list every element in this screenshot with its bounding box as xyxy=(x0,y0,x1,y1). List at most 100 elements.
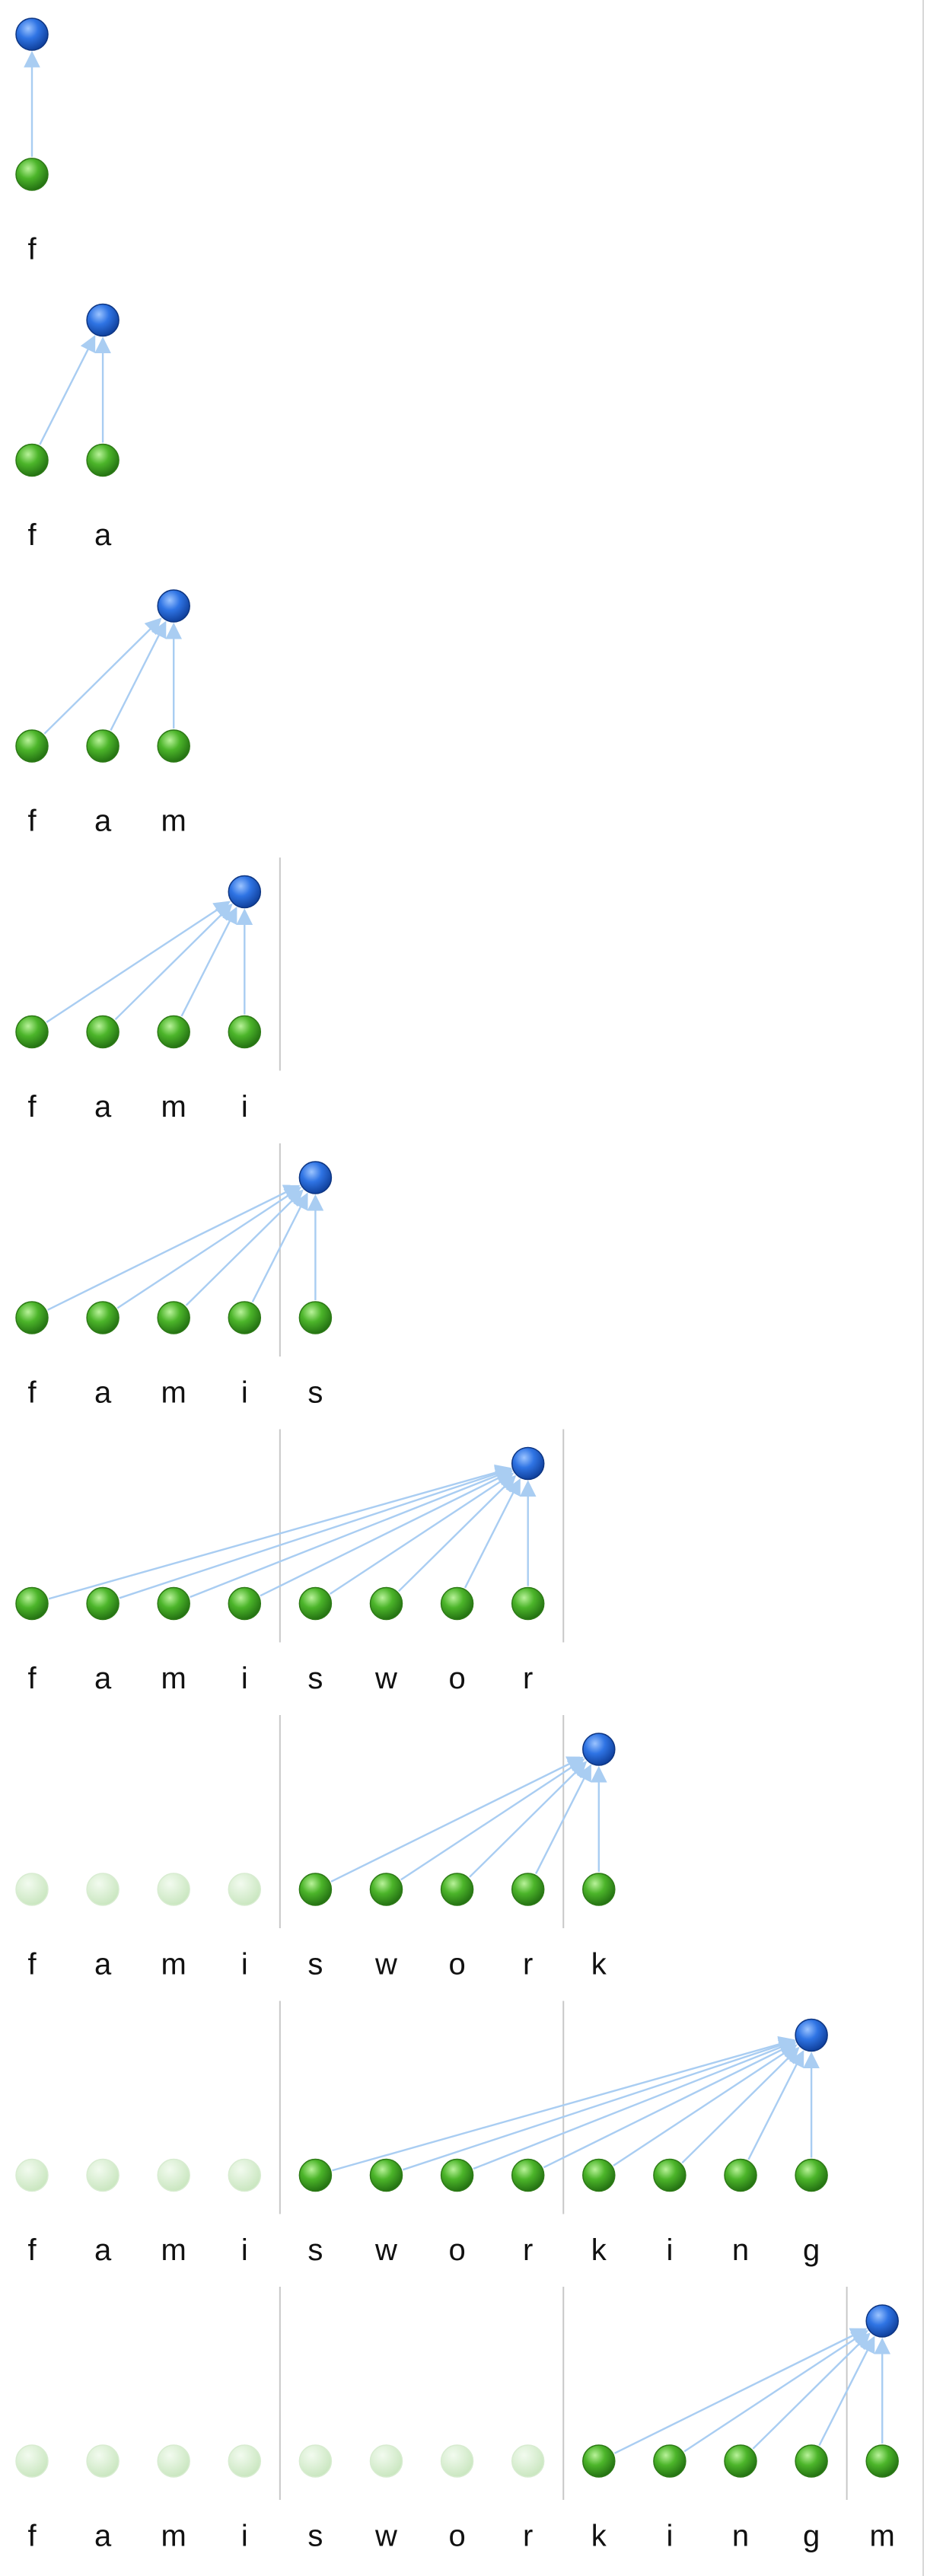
attention-arrow xyxy=(251,1192,308,1303)
key-node xyxy=(157,729,190,763)
query-node xyxy=(86,303,119,337)
token-letter: i xyxy=(666,2520,673,2553)
attention-arrow xyxy=(400,1758,585,1881)
key-node xyxy=(440,1586,474,1621)
token-letter: m xyxy=(161,2233,186,2267)
key-node-faded xyxy=(511,2444,545,2478)
key-node xyxy=(86,443,119,477)
key-node xyxy=(511,2158,545,2192)
key-node xyxy=(298,1873,333,1906)
token-letter: r xyxy=(523,1662,533,1695)
attention-arrow xyxy=(613,2044,798,2166)
key-node xyxy=(582,2444,616,2478)
key-node-faded xyxy=(369,2444,403,2478)
key-node-faded xyxy=(15,2158,49,2192)
key-node xyxy=(15,158,49,191)
attention-arrow xyxy=(402,2037,796,2171)
token-letter: a xyxy=(94,805,112,838)
key-node xyxy=(369,1586,403,1621)
key-node xyxy=(15,1586,49,1621)
token-letter: f xyxy=(27,2233,37,2267)
key-node-faded xyxy=(157,1873,190,1906)
token-letter: w xyxy=(374,1662,397,1695)
key-node xyxy=(298,2158,333,2192)
token-letter: o xyxy=(448,1948,465,1981)
token-letter: i xyxy=(241,2520,248,2553)
token-letter: f xyxy=(27,518,37,552)
query-node xyxy=(865,2304,899,2338)
attention-arrow xyxy=(110,620,167,732)
key-node-faded xyxy=(157,2444,190,2478)
attention-arrow xyxy=(613,2328,868,2454)
attention-arrow xyxy=(47,1184,301,1311)
token-letter: s xyxy=(307,2233,323,2267)
token-letter: r xyxy=(523,2233,533,2267)
key-node-faded xyxy=(15,1873,49,1906)
token-letter: m xyxy=(161,805,186,838)
key-node xyxy=(724,2444,757,2478)
key-node-faded xyxy=(440,2444,474,2478)
query-node xyxy=(511,1446,545,1481)
key-node xyxy=(511,1586,545,1621)
token-letter: i xyxy=(241,1662,248,1695)
token-letter: a xyxy=(94,1090,112,1124)
token-letter: w xyxy=(374,2520,397,2553)
attention-arrow xyxy=(398,1475,517,1592)
token-letter: a xyxy=(94,1376,112,1410)
key-node xyxy=(157,1301,190,1334)
token-letter: o xyxy=(448,1662,465,1695)
token-letter: s xyxy=(307,2520,323,2553)
key-node xyxy=(86,1015,119,1049)
key-node xyxy=(865,2444,899,2478)
key-node-faded xyxy=(157,2158,190,2192)
token-letter: i xyxy=(241,1090,248,1124)
key-node-faded xyxy=(228,2158,262,2192)
token-letter: r xyxy=(523,2520,533,2553)
key-node xyxy=(724,2158,757,2192)
key-node xyxy=(228,1301,262,1334)
right-border xyxy=(922,0,924,2576)
key-node xyxy=(15,729,49,763)
attention-arrow xyxy=(683,2330,868,2453)
token-letter: i xyxy=(241,1376,248,1410)
token-letter: w xyxy=(374,2233,397,2267)
key-node xyxy=(157,1586,190,1621)
attention-arrow xyxy=(185,1189,304,1306)
token-letter: a xyxy=(94,518,112,552)
token-letter: s xyxy=(307,1948,323,1981)
token-letter: m xyxy=(161,2520,186,2553)
attention-arrow xyxy=(116,1187,302,1309)
key-node xyxy=(582,1873,616,1906)
attention-arrow xyxy=(332,2036,796,2172)
query-node xyxy=(582,1733,616,1766)
token-letter: r xyxy=(523,1948,533,1981)
token-letter: f xyxy=(27,1376,37,1410)
key-node xyxy=(369,2158,403,2192)
key-node-faded xyxy=(228,1873,262,1906)
token-letter: m xyxy=(161,1662,186,1695)
key-node xyxy=(157,1015,190,1049)
key-node xyxy=(86,1301,119,1334)
key-node-faded xyxy=(86,2444,119,2478)
attention-arrow xyxy=(46,901,231,1023)
key-node xyxy=(511,1873,545,1906)
token-letter: s xyxy=(307,1662,323,1695)
token-letter: f xyxy=(27,805,37,838)
attention-arrow xyxy=(114,903,233,1021)
key-node xyxy=(15,443,49,477)
attention-arrow xyxy=(329,1472,514,1595)
token-letter: a xyxy=(94,1662,112,1695)
token-letter: m xyxy=(161,1948,186,1981)
attention-arrow xyxy=(119,1465,512,1599)
token-letter: f xyxy=(27,1948,37,1981)
key-node xyxy=(653,2444,686,2478)
attention-arrow xyxy=(543,2042,797,2169)
key-node xyxy=(440,2158,474,2192)
